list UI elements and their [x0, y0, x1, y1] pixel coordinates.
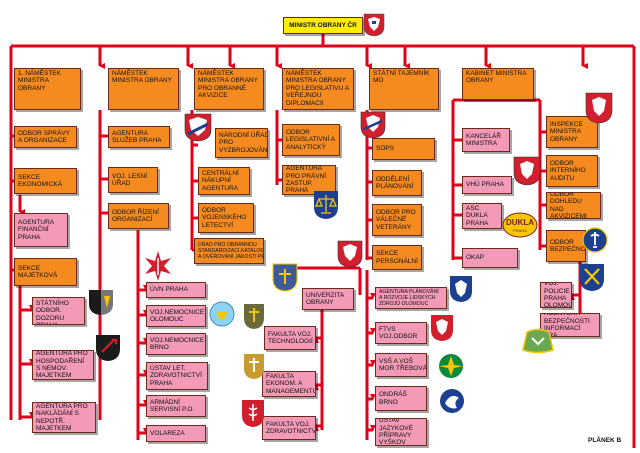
box-odbor-audit: ODBOR INTERNÍHO AUDITU: [546, 155, 598, 187]
box-sekce-majetkova: SEKCE MAJETKOVÁ: [14, 258, 77, 286]
olomouc-hospital-emblem-icon: [209, 301, 235, 327]
security-emblem-icon: [582, 227, 608, 253]
box-vn-olomouc: VOJ.NEMOCNICE OLOMOUC: [146, 305, 206, 327]
military-police-emblem-icon: [580, 264, 604, 291]
vss-emblem-icon: [439, 354, 463, 378]
box-okap: OKAP: [462, 248, 518, 268]
agency-security-emblem-icon: [522, 328, 554, 354]
box-odbor-bezpecnosti: ODBOR BEZPEČNOSTI: [546, 230, 586, 262]
box-statni-tajemnik: STÁTNÍ TAJEMNÍK MO: [369, 68, 439, 110]
box-1-namestek: 1. NÁMĚSTEK MINISTRA OBRANY: [14, 68, 81, 110]
box-centralni-nakupni: CENTRÁLNÍ NÁKUPNÍ AGENTURA: [198, 167, 250, 195]
box-ustav-jazykove: ÚSTAV JAZYKOVÉ PŘÍPRAVY VYŠKOV: [375, 418, 427, 446]
box-voj-lesni: VOJ. LESNÍ ÚŘAD: [108, 167, 158, 193]
box-odbor-rizeni: ODBOR ŘÍZENÍ ORGANIZACÍ: [108, 203, 169, 229]
box-univerzita: UNIVERZITA OBRANY: [302, 288, 354, 310]
box-sops: SOPS: [372, 138, 435, 160]
box-narodni-urad: NÁRODNÍ ÚŘAD PRO VYZBROJOVÁNÍ: [215, 128, 268, 158]
box-ftvs: FTVS VOJ.ODBOR: [375, 322, 427, 344]
ftvs-emblem-icon: [431, 315, 453, 341]
box-armadni-servisni: ARMÁDNÍ SERVISNÍ P.O.: [146, 395, 206, 417]
box-vn-brno: VOJ.NEMOCNICE BRNO: [146, 333, 206, 355]
faculty-technology-emblem-icon: [244, 304, 264, 329]
dukla-emblem-icon: DUKLA PRAHA: [502, 212, 538, 238]
personnel-emblem-icon: [337, 240, 363, 268]
box-sekce-ekonomicka: SEKCE EKONOMICKÁ: [14, 168, 77, 194]
box-ustav-let: ÚSTAV LET. ZDRAVOTNICTVÍ PRAHA: [146, 362, 208, 390]
box-fakulta-tech: FAKULTA VOJ. TECHNOLOGIÍ: [264, 326, 316, 350]
plan-label: PLÁNEK B: [588, 437, 622, 444]
box-oddeleni-planovani: ODDĚLENÍ PLÁNOVÁNÍ: [372, 170, 422, 196]
box-namestek-akvizice: NÁMĚSTEK MINISTRA OBRANY PRO OBRANNÉ AKV…: [194, 68, 264, 110]
box-agentura-planovani: AGENTURA PLÁNOVÁNÍ A ROZVOJE LIDSKÝCH ZD…: [375, 287, 447, 309]
planning-agency-emblem-icon: [450, 276, 472, 302]
inspection-emblem-icon: [585, 92, 613, 124]
box-sekce-personalni: SEKCE PERSONÁLNÍ: [372, 245, 422, 270]
box-urad-standardizace: ÚŘAD PRO OBRANNOU STANDARDIZACI,KATALOGI…: [194, 238, 264, 264]
vhu-emblem-icon: [513, 156, 541, 186]
university-emblem-icon: [272, 263, 298, 292]
box-odbor-spravy: ODBOR SPRÁVY A ORGANIZACE: [14, 126, 77, 148]
box-odbor-letectvi: ODBOR VOJENSKÉHO LETECTVÍ: [198, 203, 254, 233]
sops-emblem-icon: [360, 111, 386, 139]
box-ondras: ONDRÁŠ BRNO: [375, 386, 427, 411]
box-urad-dozoru: ÚŘAD STÁTNÍHO ODBOR. DOZORU PRAHA: [32, 297, 85, 325]
dukla-label: DUKLA: [506, 218, 534, 227]
box-asc-dukla: ASC DUKLA PRAHA: [462, 203, 502, 229]
faculty-economics-emblem-icon: [244, 354, 264, 379]
property-agency-emblem-icon: [96, 335, 120, 361]
box-vss-vos: VSŠ A VOŠ MOR.TŘEBOVÁ: [375, 353, 427, 377]
uvn-medical-emblem-icon: [145, 251, 171, 281]
box-odbor-dohledu: ODBOR DOHLEDU NAD AKVIZICEMI: [546, 192, 601, 219]
box-odbor-veterany: ODBOR PRO VÁLEČNÉ VETERÁNY: [372, 204, 422, 236]
ondras-emblem-icon: [440, 389, 464, 413]
box-agentura-financni: AGENTURA FINANČNÍ PRAHA: [14, 213, 68, 247]
box-uvn: ÚVN PRAHA: [146, 282, 206, 298]
justice-scales-icon: [314, 191, 338, 219]
box-agentura-nakladani: AGENTURA PRO NAKLÁDÁNÍ S NEPOTŘ. MAJETKE…: [32, 402, 96, 433]
box-fakulta-zdrav: FAKULTA VOJ. ZDRAVOTNICTVÍ: [262, 416, 316, 440]
box-agentura-zastup: AGENTURA PRO PRÁVNÍ ZASTUP. PRAHA: [282, 165, 336, 195]
state-supervision-emblem-icon: [89, 290, 113, 315]
box-inspekce: INSPEKCE MINISTRA OBRANY: [546, 116, 598, 148]
box-kancelar: KANCELÁŘ MINISTRA: [462, 128, 510, 152]
box-ministr: MINISTR OBRANY ČR: [283, 17, 363, 34]
national-armament-emblem-icon: [184, 113, 212, 142]
state-emblem-icon: [363, 13, 385, 37]
box-agentura-bezp: AGENTURA BEZPEČNOSTI INFORMACÍ PRA.: [540, 313, 600, 337]
box-agentura-hospodareni: AGENTURA PRO HOSPODAŘENÍ S NEMOV. MAJETK…: [32, 350, 94, 380]
box-fakulta-ekonom: FAKULTA EKONOM. A MANAGEMENTU: [262, 371, 316, 397]
box-volareza: VOLAREZA: [146, 425, 206, 442]
box-kabinet: KABINET MINISTRA OBRANY: [462, 68, 534, 100]
box-namestek-2: NÁMĚSTEK MINISTRA OBRANY: [108, 68, 179, 110]
box-vpo: VOJ. POLICIE PRAHA OLOMOUC: [540, 282, 572, 308]
box-namestek-legislativa: NÁMĚSTEK MINISTRA OBRANY PRO LEGISLATIVU…: [282, 68, 354, 110]
box-odbor-legislativni: ODBOR LEGISLATIVNÍ A ANALYTICKÝ: [282, 124, 340, 156]
faculty-health-emblem-icon: [242, 400, 264, 427]
dukla-sub-label: PRAHA: [513, 228, 527, 233]
box-vhu: VHÚ PRAHA: [462, 176, 512, 194]
box-agentura-sluzeb: AGENTURA SLUŽEB PRAHA: [108, 126, 170, 148]
